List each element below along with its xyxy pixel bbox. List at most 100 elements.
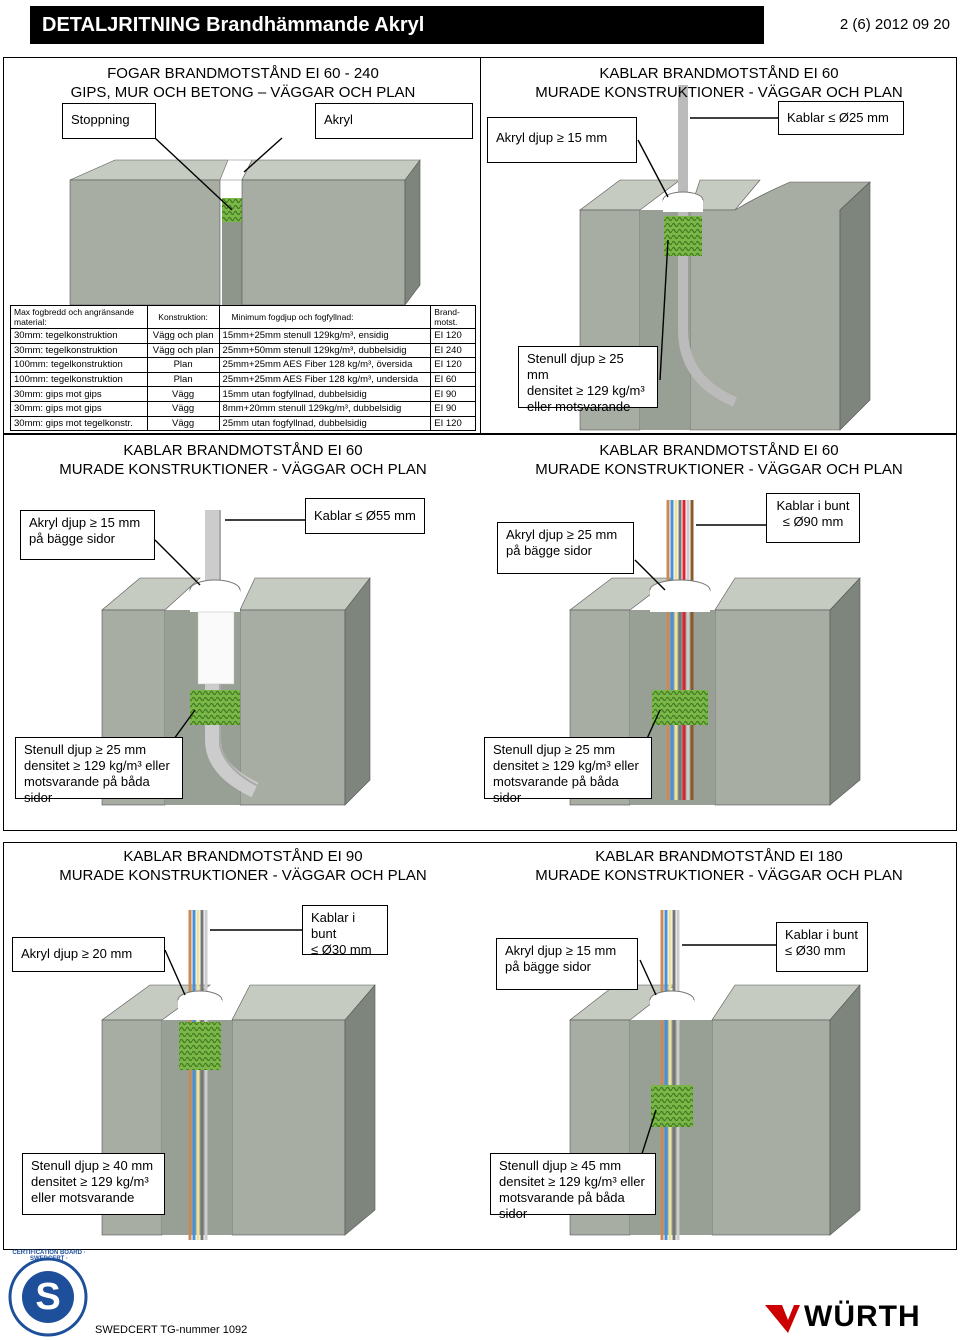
table-cell: 30mm: gips mot tegelkonstr. <box>10 415 148 432</box>
p4-title-line1: KABLAR BRANDMOTSTÅND EI 60 <box>599 442 839 459</box>
stenull-p4 <box>652 690 708 725</box>
p5-title: KABLAR BRANDMOTSTÅND EI 90 MURADE KONSTR… <box>10 847 476 885</box>
table-cell: EI 60 <box>430 371 476 388</box>
col-fogdjup: Minimum fogdjup och fogfyllnad: <box>218 305 432 329</box>
swedcert-seal <box>8 1257 88 1337</box>
table-cell: Plan <box>146 357 220 373</box>
p4-kablar-label: Kablar i bunt ≤ Ø90 mm <box>766 493 860 543</box>
table-cell: 8mm+20mm stenull 129kg/m³, dubbelsidig <box>218 400 432 417</box>
p3-akryl-label: Akryl djup ≥ 15 mm på bägge sidor <box>20 510 155 560</box>
p2-title: KABLAR BRANDMOTSTÅND EI 60 MURADE KONSTR… <box>484 64 954 102</box>
right-block-top <box>241 159 421 181</box>
joint-gap <box>222 222 242 305</box>
stenull-p5 <box>179 1022 221 1070</box>
leader-akryl <box>243 137 283 173</box>
cable-bundle-p4 <box>666 500 694 800</box>
cable-drawing-p6 <box>569 910 861 1240</box>
p4-akryl-label: Akryl djup ≥ 25 mm på bägge sidor <box>497 522 634 574</box>
p5-stenull-label: Stenull djup ≥ 40 mm densitet ≥ 129 kg/m… <box>22 1153 165 1215</box>
col-material: Max fogbredd och angränsande material: <box>10 305 148 329</box>
leader-akryl-p2 <box>637 139 669 198</box>
cable-drawing-p4 <box>569 500 861 806</box>
table-cell: Vägg <box>146 415 220 432</box>
cert-seal-letter: S <box>35 1276 61 1318</box>
table-cell: EI 120 <box>430 357 476 373</box>
p5-kablar-label: Kablar i bunt ≤ Ø30 mm <box>302 905 388 957</box>
cable-p2 <box>678 85 738 407</box>
p2-title-line2: MURADE KONSTRUKTIONER - VÄGGAR OCH PLAN <box>535 84 903 101</box>
joint-spec-table: Max fogbredd och angränsande material: K… <box>10 305 476 432</box>
table-cell: 30mm: tegelkonstruktion <box>10 328 148 344</box>
table-cell: Vägg <box>146 386 220 402</box>
table-cell: 25mm+25mm AES Fiber 128 kg/m³, översida <box>218 357 432 373</box>
table-cell: Plan <box>146 371 220 388</box>
p6-title-line2: MURADE KONSTRUKTIONER - VÄGGAR OCH PLAN <box>535 867 903 884</box>
p3-kablar-label: Kablar ≤ Ø55 mm <box>305 498 425 534</box>
stenull-p3 <box>190 690 240 725</box>
table-cell: EI 90 <box>430 400 476 417</box>
p3-stenull-label: Stenull djup ≥ 25 mm densitet ≥ 129 kg/m… <box>15 737 183 805</box>
p6-stenull-label: Stenull djup ≥ 45 mm densitet ≥ 129 kg/m… <box>490 1153 656 1221</box>
mid-frame <box>3 434 957 831</box>
cert-number: SWEDCERT TG-nummer 1092 <box>95 1324 248 1336</box>
table-cell: Vägg <box>146 400 220 417</box>
page-info: 2 (6) 2012 09 20 <box>839 16 950 33</box>
top-divider <box>480 57 481 434</box>
p2-akryl-label: Akryl djup ≥ 15 mm <box>487 117 637 163</box>
document-title: DETALJRITNING Brandhämmande Akryl <box>30 6 764 44</box>
p6-title-line1: KABLAR BRANDMOTSTÅND EI 180 <box>595 848 843 865</box>
table-cell: 25mm+25mm AES Fiber 128 kg/m³, undersida <box>218 371 432 388</box>
p6-title: KABLAR BRANDMOTSTÅND EI 180 MURADE KONST… <box>484 847 954 885</box>
table-cell: 100mm: tegelkonstruktion <box>10 357 148 373</box>
p4-title-line2: MURADE KONSTRUKTIONER - VÄGGAR OCH PLAN <box>535 461 903 478</box>
p4-stenull-label: Stenull djup ≥ 25 mm densitet ≥ 129 kg/m… <box>484 737 652 805</box>
cable-p3-b <box>219 510 263 789</box>
right-block-side <box>404 159 421 306</box>
p6-kablar-label: Kablar i bunt ≤ Ø30 mm <box>776 922 868 972</box>
wurth-logo-mark <box>765 1305 800 1333</box>
p3-title: KABLAR BRANDMOTSTÅND EI 60 MURADE KONSTR… <box>10 441 476 479</box>
bottom-frame <box>3 842 957 1250</box>
table-cell: Vägg och plan <box>146 342 220 359</box>
table-cell: 15mm+25mm stenull 129kg/m³, ensidig <box>218 328 432 344</box>
p1-title: FOGAR BRANDMOTSTÅND EI 60 - 240 GIPS, MU… <box>10 64 476 102</box>
p2-kablar-label: Kablar ≤ Ø25 mm <box>778 101 904 135</box>
left-block-top <box>69 159 229 181</box>
table-cell: EI 240 <box>430 342 476 359</box>
right-block-face <box>241 179 406 306</box>
leader-stenull-p2 <box>659 239 669 381</box>
cert-seal-ring-text: CERTIFICATION BOARD · SWEDCERT · <box>12 1250 86 1262</box>
p1-title-line1: FOGAR BRANDMOTSTÅND EI 60 - 240 <box>107 65 379 82</box>
table-cell: 30mm: tegelkonstruktion <box>10 342 148 359</box>
p1-title-line2: GIPS, MUR OCH BETONG – VÄGGAR OCH PLAN <box>70 84 416 101</box>
wurth-logo-text: WÜRTH <box>804 1300 921 1333</box>
p5-akryl-label: Akryl djup ≥ 20 mm <box>12 937 165 972</box>
col-brandmotst: Brand-motst. <box>430 305 476 329</box>
joint-drawing <box>69 137 421 306</box>
stenull-p2 <box>664 216 702 256</box>
table-cell: 25mm+50mm stenull 129kg/m³, dubbelsidig <box>218 342 432 359</box>
table-cell: 25mm utan fogfyllnad, dubbelsidig <box>218 415 432 432</box>
table-cell: EI 90 <box>430 386 476 402</box>
table-cell: EI 120 <box>430 328 476 344</box>
p6-akryl-label: Akryl djup ≥ 15 mm på bägge sidor <box>496 938 638 990</box>
akryl-label: Akryl <box>315 103 473 139</box>
p3-title-line1: KABLAR BRANDMOTSTÅND EI 60 <box>123 442 363 459</box>
col-konstruktion: Konstruktion: <box>146 305 220 329</box>
stenull-p6 <box>651 1085 693 1127</box>
table-cell: 30mm: gips mot gips <box>10 386 148 402</box>
p2-title-line1: KABLAR BRANDMOTSTÅND EI 60 <box>599 65 839 82</box>
table-cell: 30mm: gips mot gips <box>10 400 148 417</box>
table-cell: EI 120 <box>430 415 476 432</box>
table-cell: Vägg och plan <box>146 328 220 344</box>
cable-p3-a <box>205 510 259 798</box>
p5-title-line2: MURADE KONSTRUKTIONER - VÄGGAR OCH PLAN <box>59 867 427 884</box>
